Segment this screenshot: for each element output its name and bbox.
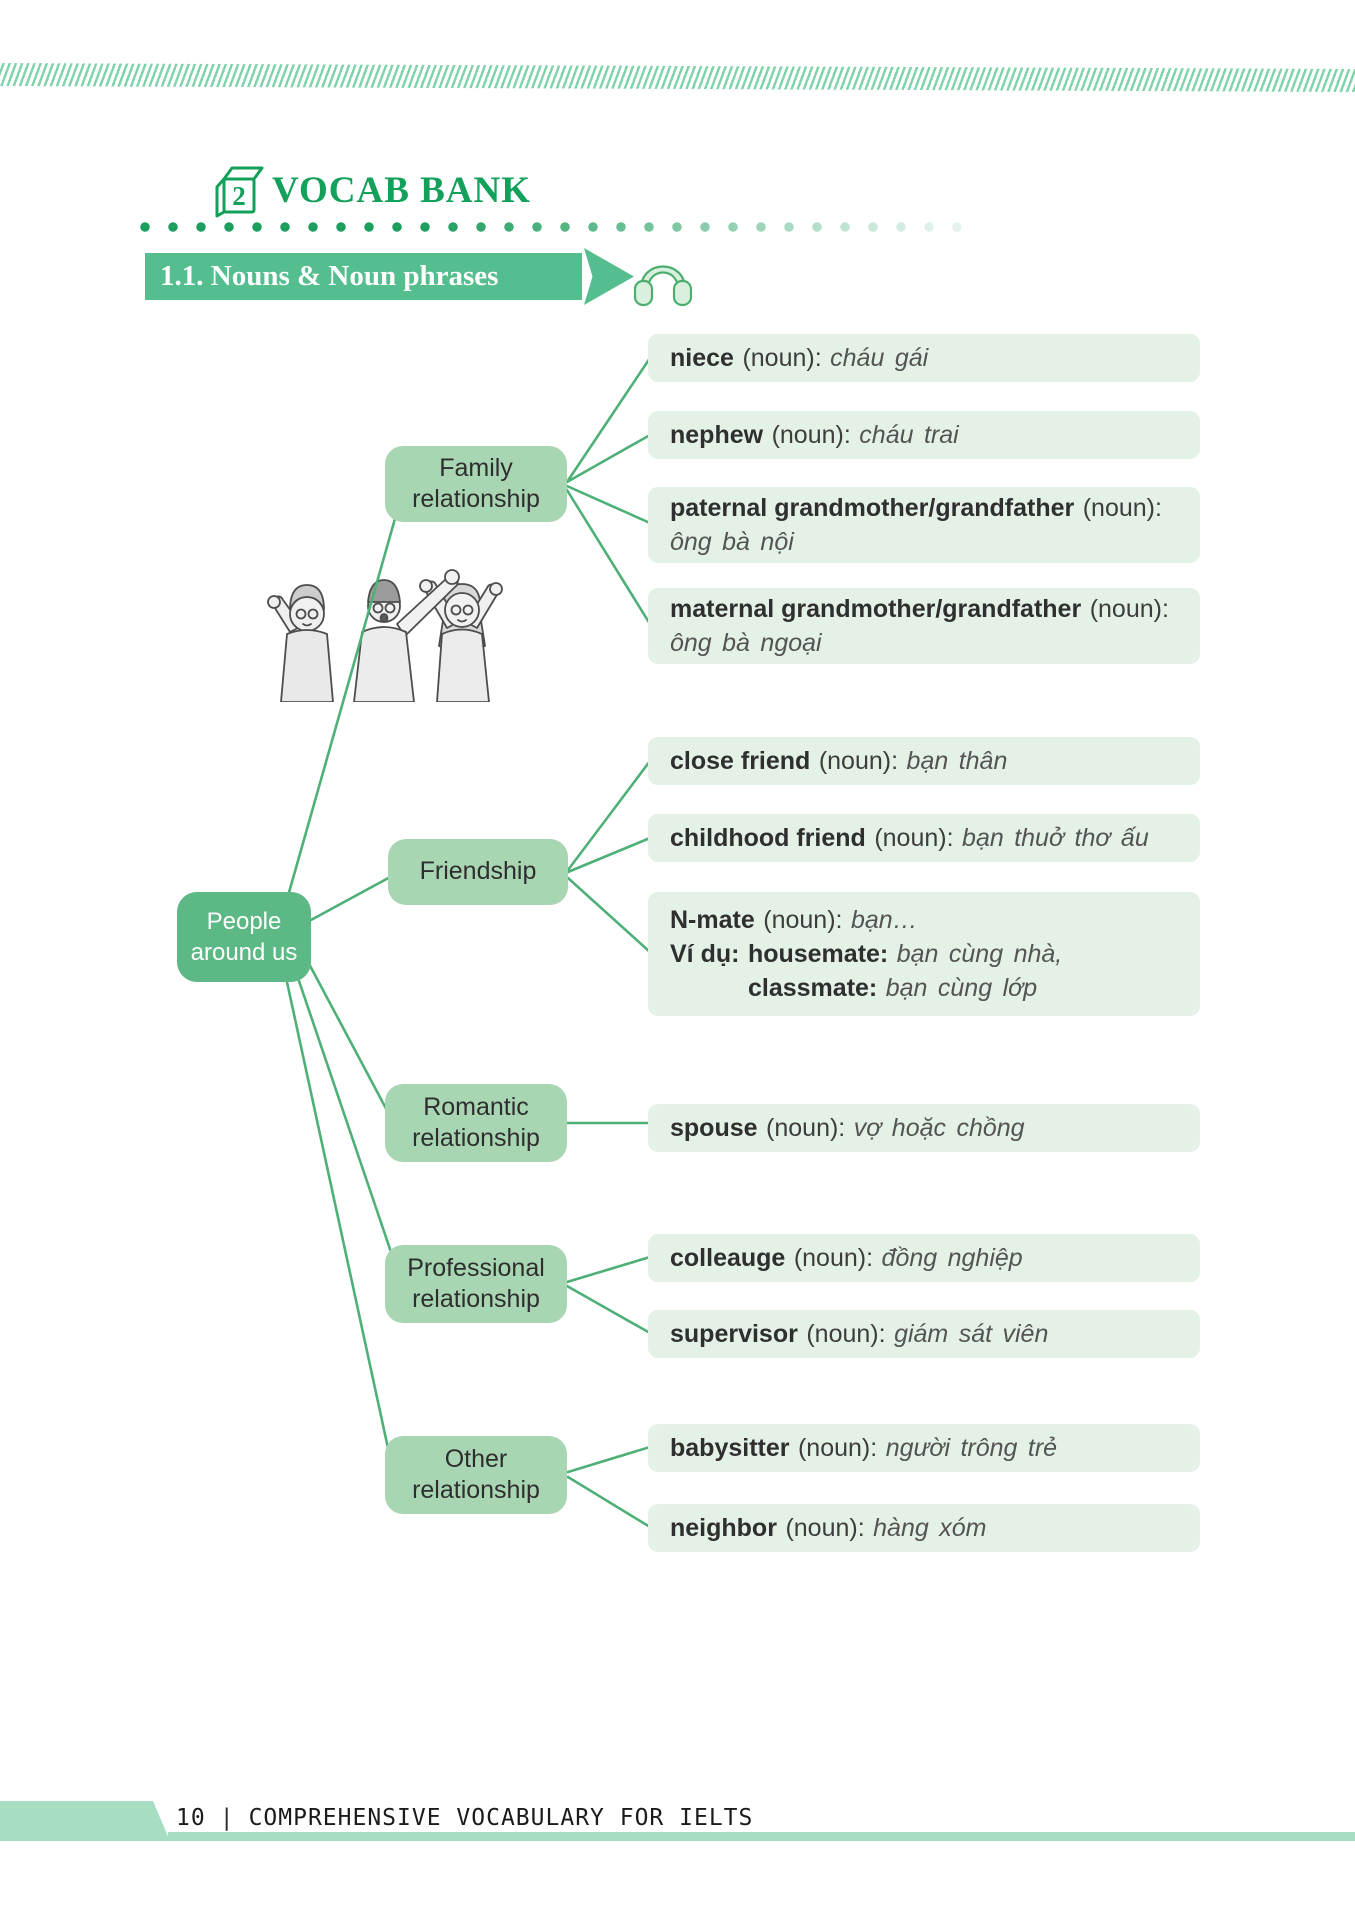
branch-label: Other [444,1444,508,1473]
vocab-entry-spouse: spouse (noun):vợ hoặc chồng [648,1104,1200,1152]
entry-meaning: bạn thân [906,747,1008,775]
entry-term: maternal grandmother/grandfather [670,595,1082,623]
vocab-entry-n-mate: N-mate(noun):bạn… Ví dụ:housemate:bạn cù… [648,892,1200,1016]
entry-pos: (noun): [806,1320,886,1348]
book-title: COMPREHENSIVE VOCABULARY FOR IELTS [248,1805,754,1831]
root-node-people-around-us: People around us [177,892,311,982]
headphones-icon [630,251,696,314]
entry-pos: (noun): [797,1434,878,1462]
footer-strip [168,1832,1355,1841]
entry-term: neighbor [670,1514,777,1542]
section-banner: 1.1. Nouns & Noun phrases [145,253,582,300]
branch-label: Romantic [423,1092,529,1121]
vocab-entry-supervisor: supervisor (noun): giám sát viên [648,1310,1200,1358]
decorative-hatch-band [0,62,1355,93]
chapter-number: 2 [232,181,246,211]
vocab-entry-maternal-grandparents: maternal grandmother/grandfather(noun): … [648,588,1200,664]
entry-term: N-mate [670,906,755,934]
entry-example-term: housemate: [747,940,889,968]
branch-label: Professional [407,1253,545,1282]
entry-pos: (noun): [785,1514,865,1542]
vocab-entry-neighbor: neighbor (noun): hàng xóm [648,1504,1200,1552]
entry-pos: (noun): [793,1244,874,1272]
root-label-line1: People [206,907,282,935]
branch-other-relationship: Other relationship [385,1436,567,1514]
entry-meaning: bạn… [850,906,918,934]
entry-pos: (noun): [1089,595,1169,623]
entry-term: babysitter [670,1434,790,1462]
entry-meaning: đồng nghiệp [881,1244,1023,1272]
entry-meaning: bạn thuở thơ ấu [962,824,1149,852]
banner-arrow-icon [584,248,634,305]
footer-tab [0,1801,170,1841]
entry-term: close friend [670,747,811,775]
entry-example-term: classmate: [748,974,878,1002]
entry-example-label: Ví dụ: [670,940,740,968]
entry-term: nephew [670,421,764,449]
friends-illustration [262,552,512,702]
entry-pos: (noun): [766,1114,846,1142]
entry-pos: (noun): [742,344,822,372]
branch-label: relationship [412,1285,540,1313]
branch-label: Friendship [419,857,537,886]
branch-label: relationship [412,1124,540,1152]
entry-meaning: cháu trai [859,421,959,449]
entry-example-meaning: bạn cùng nhà, [896,940,1063,968]
branch-label: relationship [412,485,540,513]
branch-romantic-relationship: Romantic relationship [385,1084,567,1162]
vocab-entry-paternal-grandparents: paternal grandmother/grandfather(noun): … [648,487,1200,563]
dotted-divider [140,221,968,233]
root-label-line2: around us [190,939,298,966]
entry-term: paternal grandmother/grandfather [670,494,1075,522]
entry-pos: (noun): [1082,494,1162,522]
entry-meaning: ông bà nội [670,528,794,556]
entry-term: spouse [670,1114,758,1142]
entry-meaning: vợ hoặc chồng [853,1114,1025,1142]
entry-term: supervisor [670,1320,798,1348]
branch-friendship: Friendship [388,839,568,905]
entry-pos: (noun): [818,747,899,775]
vocab-entry-niece: niece (noun): cháu gái [648,334,1200,382]
vocab-entry-close-friend: close friend(noun):bạn thân [648,737,1200,785]
entry-meaning: người trông trẻ [885,1434,1058,1462]
entry-meaning: ông bà ngoại [670,629,822,657]
page-title: VOCAB BANK [272,170,532,211]
branch-label: relationship [412,1476,540,1504]
page-number: 10 [176,1805,206,1831]
entry-term: niece [670,344,734,372]
entry-pos: (noun): [763,906,843,934]
branch-family-relationship: Family relationship [385,446,567,522]
entry-pos: (noun): [771,421,851,449]
branch-professional-relationship: Professional relationship [385,1245,567,1323]
vocab-entry-childhood-friend: childhood friend (noun): bạn thuở thơ ấu [648,814,1200,862]
entry-meaning: hàng xóm [873,1514,987,1542]
entry-example-meaning: bạn cùng lớp [885,974,1038,1002]
entry-pos: (noun): [874,824,954,852]
vocab-entry-babysitter: babysitter(noun):người trông trẻ [648,1424,1200,1472]
entry-meaning: giám sát viên [894,1320,1049,1348]
vocab-entry-nephew: nephew(noun): cháu trai [648,411,1200,459]
footer: 10 | COMPREHENSIVE VOCABULARY FOR IELTS [176,1802,753,1834]
footer-divider: | [219,1805,235,1831]
chapter-cube-icon: 2 [209,164,265,225]
vocab-entry-colleauge: colleauge(noun):đồng nghiệp [648,1234,1200,1282]
entry-term: colleauge [670,1244,786,1272]
branch-label: Family [439,453,513,482]
entry-meaning: cháu gái [830,344,929,372]
entry-term: childhood friend [670,824,866,852]
